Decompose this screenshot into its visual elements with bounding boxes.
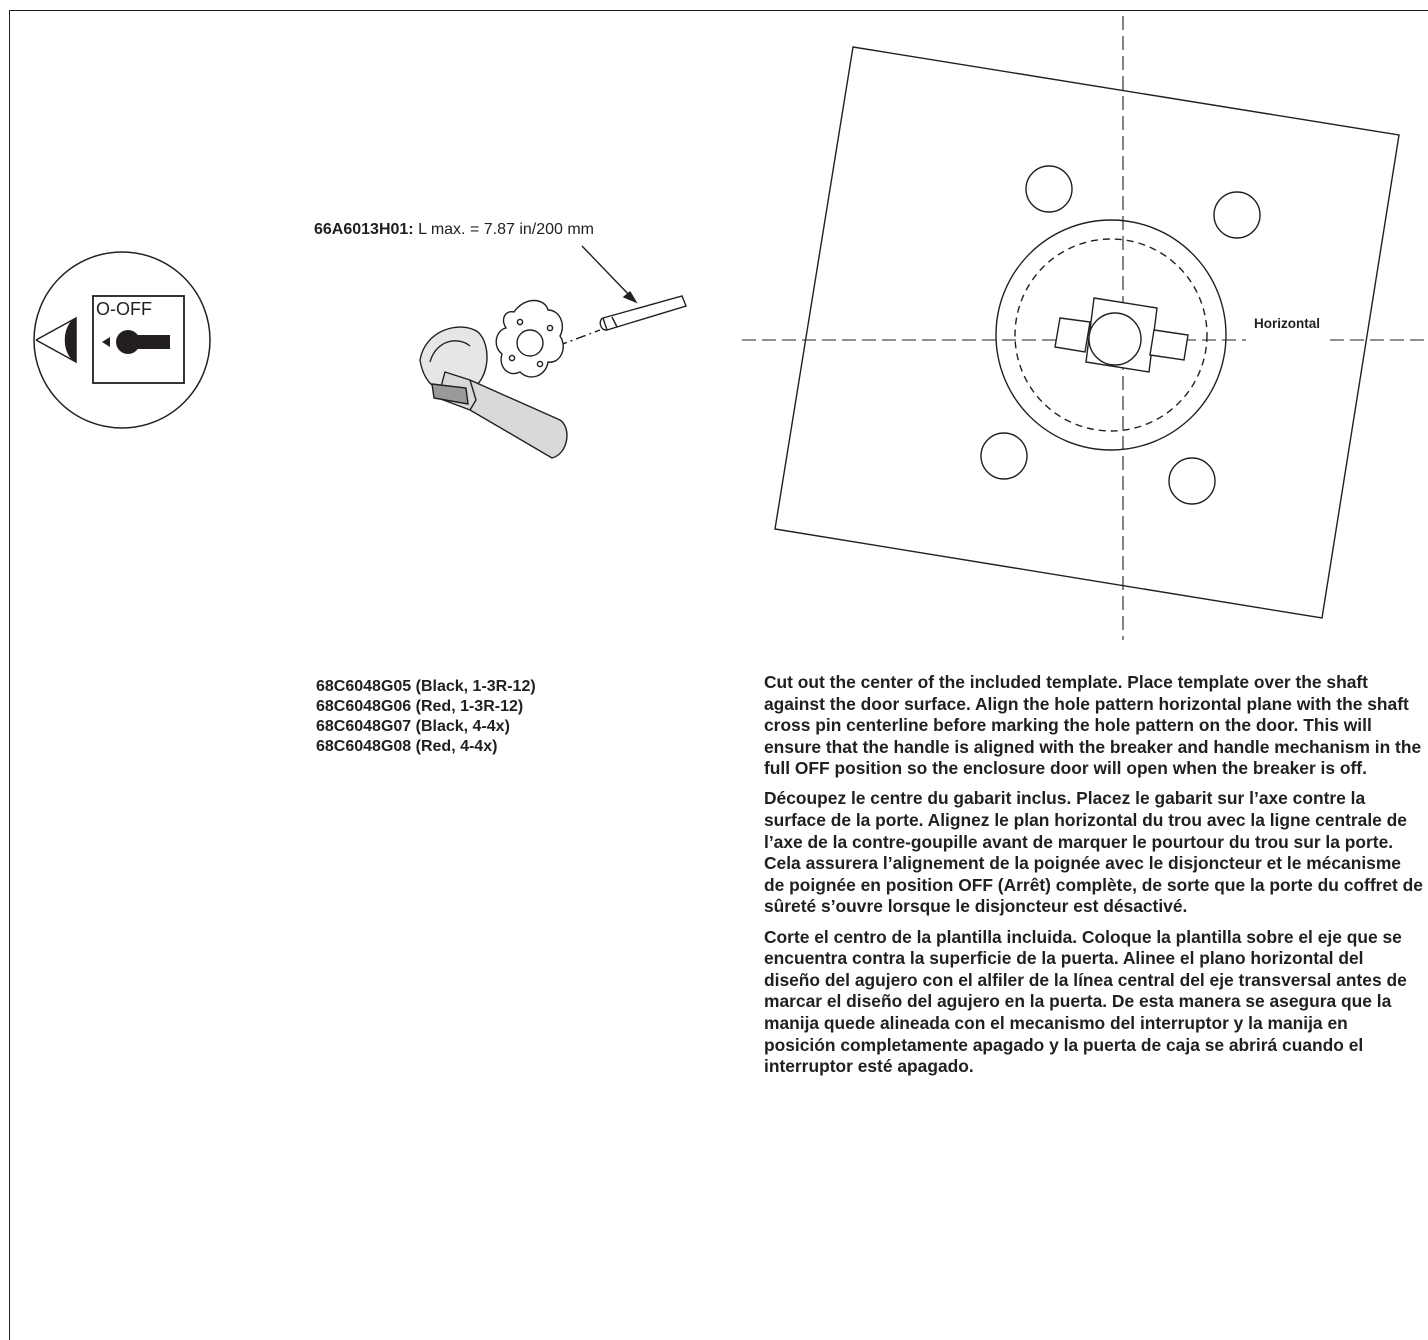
installation-instructions: Cut out the center of the included templ… — [764, 672, 1424, 1086]
instruction-spanish: Corte el centro de la plantilla incluida… — [764, 926, 1407, 1077]
part-number-item: 68C6048G06 (Red, 1-3R-12) — [316, 698, 524, 715]
instruction-english: Cut out the center of the included templ… — [764, 672, 1422, 779]
callout-length-spec: L max. = 7.87 in/200 mm — [413, 221, 595, 238]
callout-part-number: 66A6013H01: — [314, 221, 414, 238]
part-number-item: 68C6048G08 (Red, 4-4x) — [316, 738, 498, 755]
part-number-list: 68C6048G05 (Black, 1-3R-12) 68C6048G06 (… — [316, 677, 536, 757]
part-number-item: 68C6048G05 (Black, 1-3R-12) — [316, 678, 536, 695]
part-number-item: 68C6048G07 (Black, 4-4x) — [316, 718, 510, 735]
instruction-french: Découpez le centre du gabarit inclus. Pl… — [764, 788, 1423, 917]
switch-off-label: O-OFF — [96, 299, 152, 319]
length-callout: 66A6013H01: L max. = 7.87 in/200 mm — [314, 221, 594, 239]
page-frame — [9, 10, 1428, 1340]
off-position-indicator-icon — [33, 251, 211, 429]
horizontal-label: Horizontal — [1254, 316, 1320, 331]
drilling-template-drawing — [742, 16, 1428, 640]
handle-assembly-drawing — [419, 245, 687, 459]
